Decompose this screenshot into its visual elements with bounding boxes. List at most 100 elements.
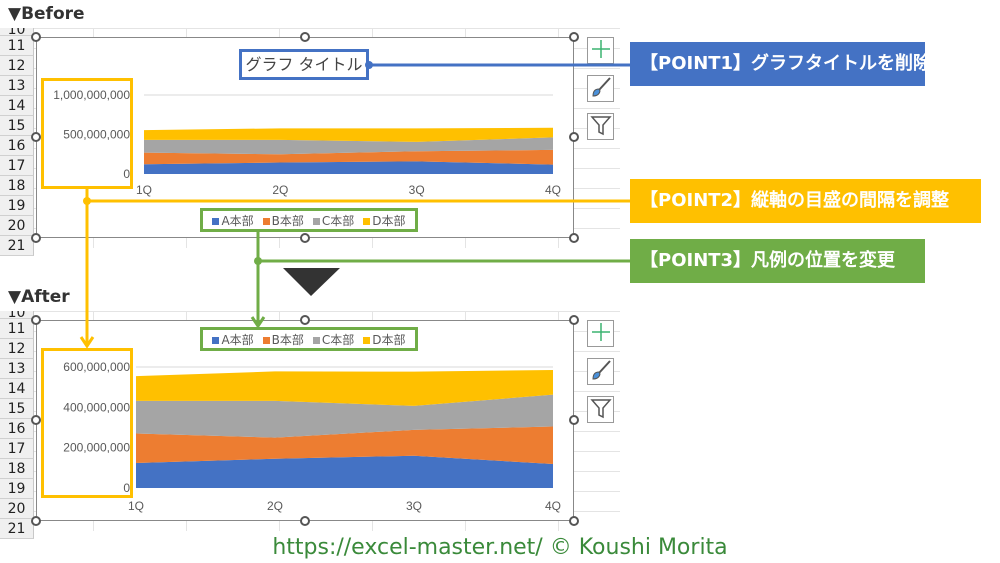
row-header[interactable]: 11 — [0, 319, 34, 339]
resize-handle[interactable] — [300, 516, 310, 526]
x-tick-label: 4Q — [545, 183, 561, 197]
resize-handle[interactable] — [569, 315, 579, 325]
after-label: ▼After — [8, 287, 70, 307]
connector-dot — [254, 257, 262, 265]
row-header[interactable]: 20 — [0, 216, 34, 236]
area-series-D本部[interactable] — [136, 370, 553, 406]
y-tick-label: 500,000,000 — [63, 128, 130, 142]
resize-handle[interactable] — [31, 132, 41, 142]
chart-styles-brush-button[interactable] — [587, 75, 614, 102]
chart-filter-button[interactable] — [587, 113, 614, 140]
legend-item: B本部 — [262, 212, 304, 229]
callout-point3: 【POINT3】凡例の位置を変更 — [630, 239, 925, 283]
row-header[interactable]: 12 — [0, 339, 34, 359]
footer-credit: https://excel-master.net/ © Koushi Morit… — [272, 535, 728, 560]
row-header[interactable]: 16 — [0, 136, 34, 156]
row-header[interactable]: 13 — [0, 76, 34, 96]
area-series-A本部[interactable] — [144, 161, 553, 174]
legend-label: D本部 — [372, 332, 406, 347]
legend-item: B本部 — [262, 331, 304, 348]
area-series-C本部[interactable] — [144, 137, 553, 155]
y-tick-label: 0 — [123, 481, 130, 495]
connector-dot — [365, 61, 373, 69]
legend-label: B本部 — [271, 332, 304, 347]
legend-label: A本部 — [221, 213, 254, 228]
area-series-D本部[interactable] — [144, 127, 553, 142]
legend-label: A本部 — [221, 332, 254, 347]
chart-styles-brush-button[interactable] — [587, 358, 614, 385]
resize-handle[interactable] — [31, 516, 41, 526]
row-header[interactable]: 13 — [0, 359, 34, 379]
resize-handle[interactable] — [31, 233, 41, 243]
legend-label: C本部 — [321, 332, 355, 347]
callout-point2: 【POINT2】縦軸の目盛の間隔を調整 — [630, 179, 981, 223]
resize-handle[interactable] — [31, 415, 41, 425]
x-tick-label: 1Q — [128, 499, 144, 513]
row-header[interactable]: 17 — [0, 156, 34, 176]
y-tick-label: 600,000,000 — [63, 360, 130, 374]
legend-item: C本部 — [312, 331, 355, 348]
chart-filter-button[interactable] — [587, 396, 614, 423]
legend-before[interactable]: A本部 B本部 C本部 D本部 — [200, 208, 418, 232]
resize-handle[interactable] — [569, 415, 579, 425]
legend-label: C本部 — [321, 213, 355, 228]
area-series-A本部[interactable] — [136, 455, 553, 488]
resize-handle[interactable] — [569, 516, 579, 526]
chart-filter-icon — [589, 397, 612, 423]
resize-handle[interactable] — [300, 233, 310, 243]
row-header[interactable]: 12 — [0, 56, 34, 76]
area-series-B本部[interactable] — [144, 149, 553, 165]
row-header[interactable]: 21 — [0, 236, 34, 256]
row-header[interactable]: 15 — [0, 116, 34, 136]
row-header[interactable]: 18 — [0, 176, 34, 196]
legend-after[interactable]: A本部 B本部 C本部 D本部 — [200, 327, 418, 351]
row-header[interactable]: 16 — [0, 419, 34, 439]
row-header[interactable]: 19 — [0, 479, 34, 499]
y-tick-label: 400,000,000 — [63, 400, 130, 414]
resize-handle[interactable] — [300, 315, 310, 325]
row-header[interactable]: 21 — [0, 519, 34, 539]
resize-handle[interactable] — [569, 32, 579, 42]
resize-handle[interactable] — [31, 32, 41, 42]
row-header[interactable]: 11 — [0, 36, 34, 56]
chart-title[interactable]: グラフ タイトル — [239, 49, 369, 80]
chart-elements-plus-button[interactable] — [587, 37, 614, 64]
y-tick-label: 1,000,000,000 — [53, 88, 130, 102]
row-header[interactable]: 14 — [0, 379, 34, 399]
chart-elements-plus-icon — [591, 39, 611, 63]
connector-dot — [83, 197, 91, 205]
row-header[interactable]: 15 — [0, 399, 34, 419]
arrow-icon — [79, 336, 95, 349]
resize-handle[interactable] — [31, 315, 41, 325]
row-header[interactable]: 14 — [0, 96, 34, 116]
legend-label: B本部 — [271, 213, 304, 228]
area-series-B本部[interactable] — [136, 426, 553, 465]
legend-item: C本部 — [312, 212, 355, 229]
chart-filter-icon — [589, 114, 612, 140]
x-tick-label: 2Q — [272, 183, 288, 197]
row-header[interactable]: 18 — [0, 459, 34, 479]
before-label: ▼Before — [8, 4, 85, 24]
resize-handle[interactable] — [300, 32, 310, 42]
arrow-icon — [250, 316, 266, 329]
row-header[interactable]: 20 — [0, 499, 34, 519]
x-tick-label: 3Q — [406, 499, 422, 513]
chart-elements-plus-button[interactable] — [587, 320, 614, 347]
row-header[interactable]: 19 — [0, 196, 34, 216]
row-header[interactable]: 17 — [0, 439, 34, 459]
x-tick-label: 4Q — [545, 499, 561, 513]
callout-point1: 【POINT1】グラフタイトルを削除 — [630, 42, 931, 86]
axis-highlight-before — [41, 78, 133, 189]
resize-handle[interactable] — [569, 132, 579, 142]
legend-label: D本部 — [372, 213, 406, 228]
legend-item: D本部 — [363, 331, 406, 348]
down-triangle-icon — [283, 268, 340, 296]
axis-highlight-after — [41, 348, 133, 498]
chart-elements-plus-icon — [591, 322, 611, 346]
resize-handle[interactable] — [569, 233, 579, 243]
area-series-C本部[interactable] — [136, 394, 553, 438]
